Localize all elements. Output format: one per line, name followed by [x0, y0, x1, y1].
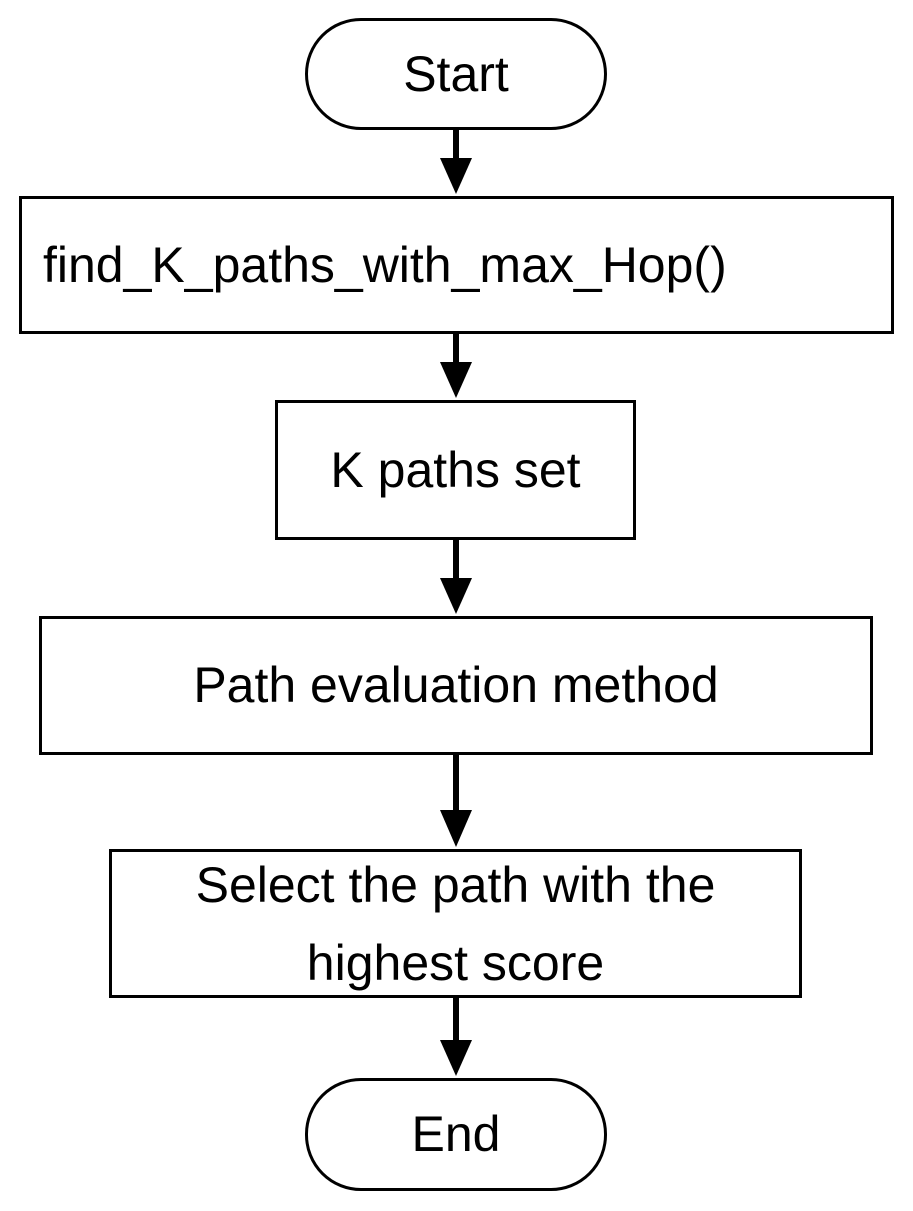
start-terminator: Start [305, 18, 607, 130]
k-paths-set-process: K paths set [275, 400, 636, 540]
path-evaluation-process: Path evaluation method [39, 616, 873, 755]
start-label: Start [403, 45, 509, 102]
k-paths-set-label: K paths set [330, 441, 581, 498]
end-label: End [411, 1106, 501, 1162]
arrow-step1-to-step2 [440, 334, 472, 398]
arrow-step2-to-step3 [440, 540, 472, 614]
end-terminator: End [305, 1078, 607, 1191]
path-evaluation-label: Path evaluation method [193, 657, 719, 713]
find-k-paths-process: find_K_paths_with_max_Hop() [19, 196, 894, 334]
find-k-paths-label: find_K_paths_with_max_Hop() [43, 236, 727, 293]
arrow-start-to-step1 [440, 130, 472, 194]
select-path-process: Select the path with the highest score [109, 849, 802, 998]
arrow-step4-to-end [440, 998, 472, 1076]
arrow-step3-to-step4 [440, 755, 472, 847]
select-path-label: Select the path with the highest score [195, 856, 716, 991]
